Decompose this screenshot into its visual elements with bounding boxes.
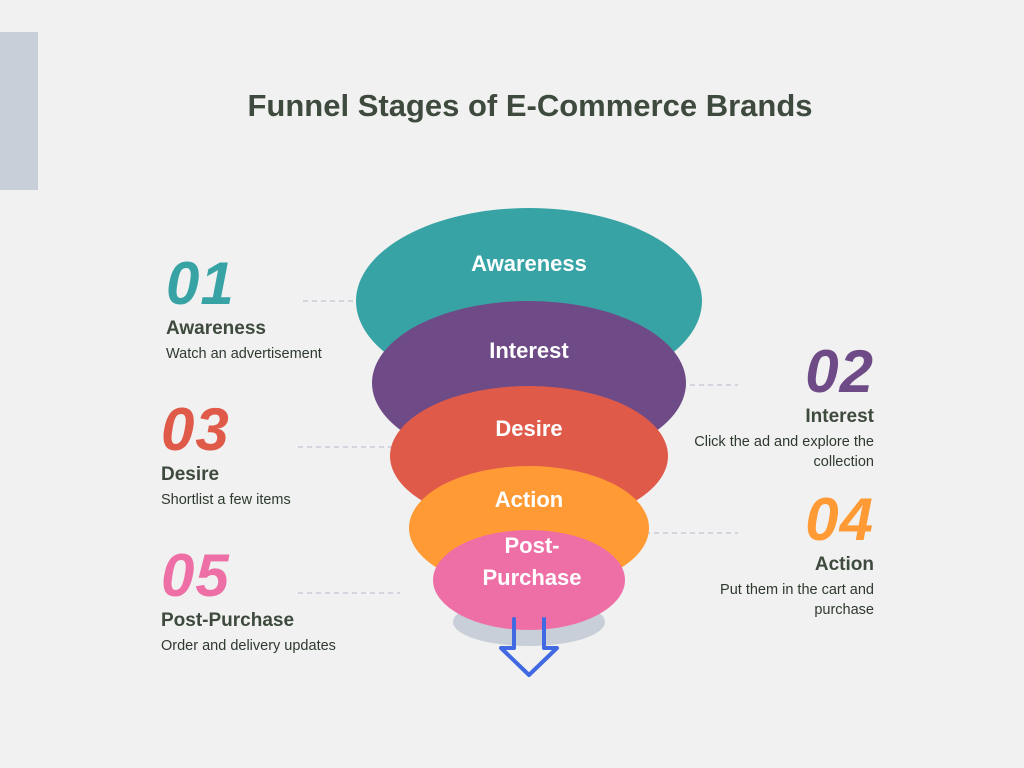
stage-name: Interest <box>805 406 874 427</box>
stage-number: 02 <box>805 338 874 405</box>
segment-label-interest: Interest <box>489 338 569 363</box>
segment-label-action: Action <box>495 487 563 512</box>
segment-label-purchase: Purchase <box>482 565 581 590</box>
segment-label-post: Post- <box>505 533 560 558</box>
stage-description-line: Put them in the cart and <box>720 582 874 598</box>
stage-number: 01 <box>166 250 235 317</box>
side-tab-decoration <box>0 32 38 190</box>
stage-number: 04 <box>805 486 874 553</box>
stage-description: Put them in the cart and purchase <box>720 580 874 620</box>
stage-name: Awareness <box>166 318 266 339</box>
stage-05: 05 Post-Purchase Order and delivery upda… <box>161 546 336 656</box>
funnel-segment-post-purchase <box>433 530 625 630</box>
stage-name: Desire <box>161 464 220 485</box>
stage-number: 05 <box>161 542 230 609</box>
stage-04: 04 Action Put them in the cart and purch… <box>720 490 874 620</box>
stage-01: 01 Awareness Watch an advertisement <box>166 254 322 364</box>
stage-02: 02 Interest Click the ad and explore the… <box>694 342 874 472</box>
stage-description: Click the ad and explore the collection <box>694 432 874 472</box>
stage-number: 03 <box>161 396 230 463</box>
stage-name: Action <box>814 554 874 575</box>
stage-description-line: collection <box>813 454 874 470</box>
segment-label-awareness: Awareness <box>471 251 587 276</box>
stage-description: Watch an advertisement <box>166 346 322 362</box>
stage-name: Post-Purchase <box>161 610 295 631</box>
stage-description: Shortlist a few items <box>161 492 291 508</box>
stage-description: Order and delivery updates <box>161 638 336 654</box>
stage-description-line: Click the ad and explore the <box>694 434 874 450</box>
segment-label-desire: Desire <box>495 416 562 441</box>
arrow-down-icon <box>499 617 559 677</box>
stage-03: 03 Desire Shortlist a few items <box>161 400 291 510</box>
page-title: Funnel Stages of E-Commerce Brands <box>247 88 813 123</box>
stage-description-line: purchase <box>814 602 874 618</box>
